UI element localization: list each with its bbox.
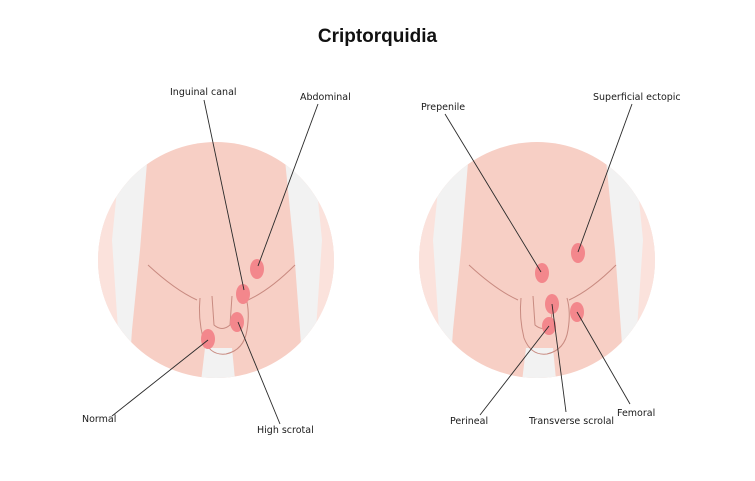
testis-inguinal (236, 284, 250, 304)
testis-abdominal (250, 259, 264, 279)
label-abdominal: Abdominal (300, 92, 351, 103)
testis-normal (201, 329, 215, 349)
label-high-scrotal: High scrotal (257, 425, 314, 436)
label-femoral: Femoral (617, 408, 656, 419)
right-leader-lines (444, 103, 633, 416)
left-leader-lines (111, 99, 319, 425)
label-normal: Normal (82, 414, 117, 425)
label-superficial-ectopic: Superficial ectopic (593, 92, 681, 103)
page-title: Criptorquidia (317, 26, 438, 47)
left-body-illustration (98, 142, 334, 378)
label-transverse-scrotal: Transverse scrolal (529, 416, 615, 427)
testis-high-scrotal (230, 312, 244, 332)
testis-superficial-ectopic (571, 243, 585, 263)
label-prepenile: Prepenile (421, 102, 466, 113)
label-inguinal-canal: Inguinal canal (170, 87, 237, 98)
label-perineal: Perineal (450, 416, 489, 427)
